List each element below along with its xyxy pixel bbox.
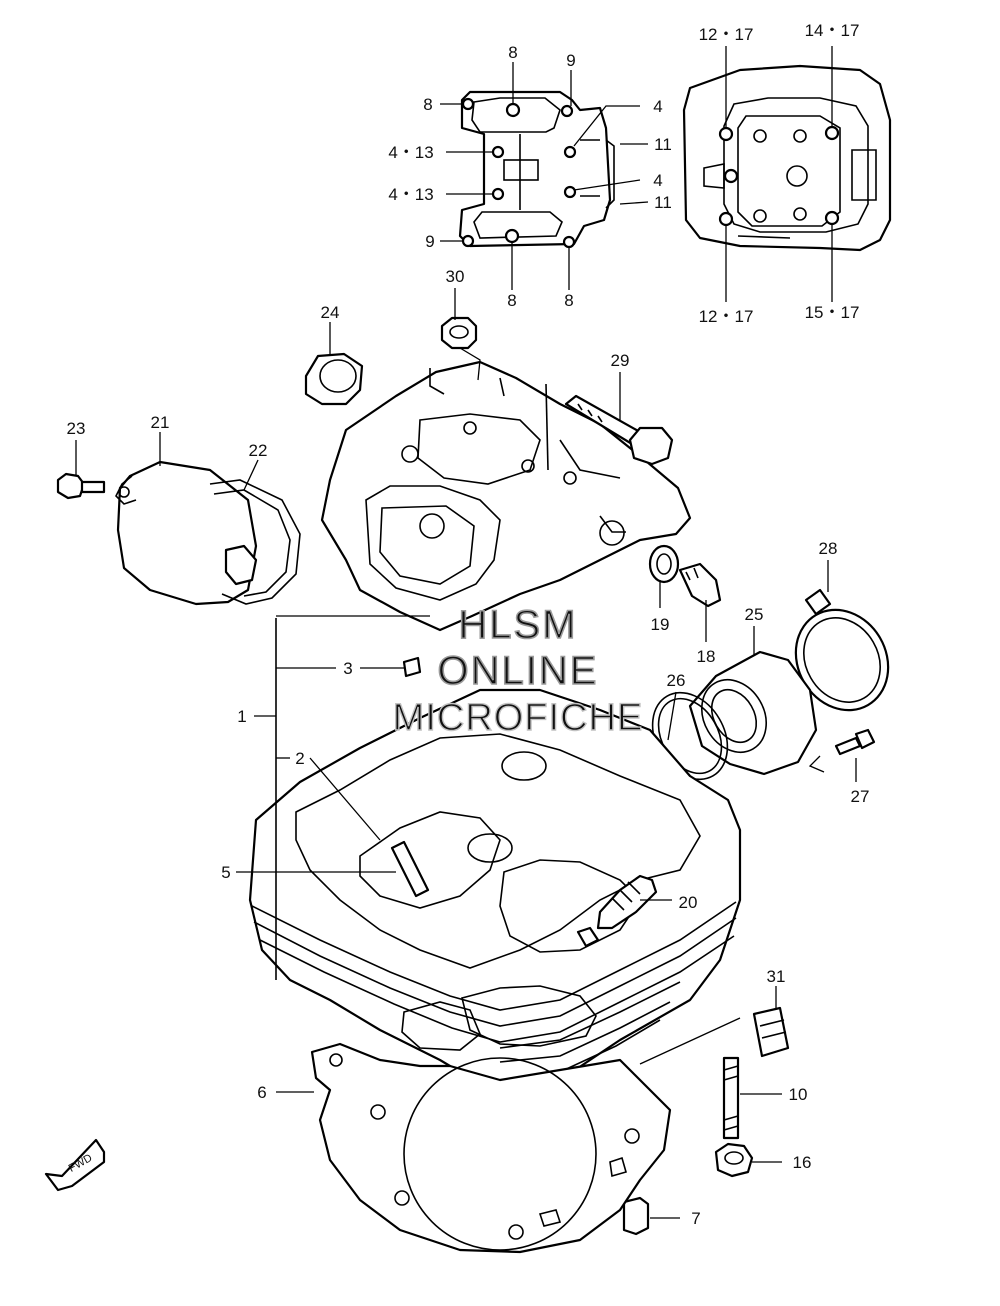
callout-4-13: 4・13 [388, 185, 433, 204]
callout-10: 10 [789, 1085, 808, 1104]
part-29-bolt [564, 394, 674, 466]
callout-3: 3 [343, 659, 352, 678]
callout-29: 29 [611, 351, 630, 370]
callout-14-17: 14・17 [805, 21, 860, 40]
callout-28: 28 [819, 539, 838, 558]
callout-11: 11 [654, 193, 672, 212]
callout-19: 19 [651, 615, 670, 634]
callout-8: 8 [564, 291, 573, 310]
cylinder-head [248, 618, 742, 1098]
part-21-cover [115, 460, 258, 606]
part-10-stud [722, 1056, 740, 1140]
part-31-clip [752, 1006, 790, 1058]
watermark: HLSM ONLINE MICROFICHE [392, 602, 644, 740]
callout-12-17: 12・17 [699, 25, 754, 44]
callout-22: 22 [249, 441, 268, 460]
callout-9: 9 [566, 51, 575, 70]
callout-2: 2 [295, 749, 304, 768]
callout-26: 26 [667, 671, 686, 690]
callout-8: 8 [423, 95, 432, 114]
callout-8: 8 [508, 43, 517, 62]
part-27-bolt [834, 728, 876, 756]
part-7-dowel [622, 1196, 650, 1236]
part-19-washer [648, 544, 680, 584]
part-18-bolt [678, 562, 722, 608]
callout-1: 1 [237, 707, 246, 726]
head-top-view-inset-left [458, 90, 615, 249]
callout-20: 20 [679, 893, 698, 912]
part-3-dowel-pin [402, 656, 422, 678]
callout-24: 24 [321, 303, 340, 322]
part-6-head-gasket [310, 1042, 672, 1254]
leader-lines [75, 46, 857, 1219]
callout-25: 25 [745, 605, 764, 624]
callout-18: 18 [697, 647, 716, 666]
callout-21: 21 [151, 413, 170, 432]
callout-31: 31 [767, 967, 786, 986]
callout-16: 16 [793, 1153, 812, 1172]
callout-8: 8 [507, 291, 516, 310]
callout-27: 27 [851, 787, 870, 806]
callout-12-17: 12・17 [699, 307, 754, 326]
callout-23: 23 [67, 419, 86, 438]
callout-7: 7 [691, 1209, 700, 1228]
callout-5: 5 [221, 863, 230, 882]
watermark-line-2: ONLINE [438, 649, 599, 693]
cylinder-head-cover [320, 360, 692, 632]
part-5-stud [390, 840, 430, 898]
callout-30: 30 [446, 267, 465, 286]
callout-4: 4 [653, 97, 662, 116]
callout-4: 4 [653, 171, 662, 190]
callout-6: 6 [257, 1083, 266, 1102]
callout-labels: 8 9 8 4 4・13 11 4・13 4 11 9 8 8 12・17 14… [67, 21, 870, 1228]
watermark-line-1: HLSM [458, 603, 577, 647]
part-24-cap [304, 352, 364, 406]
callout-4-13: 4・13 [388, 143, 433, 162]
part-20-spark-plug [576, 874, 658, 948]
part-16-nut [714, 1142, 754, 1178]
part-23-bolt [56, 472, 106, 500]
callout-11: 11 [654, 135, 672, 154]
watermark-line-3: MICROFICHE [393, 697, 644, 739]
callout-15-17: 15・17 [805, 303, 860, 322]
part-30-nut [440, 316, 481, 381]
callout-9: 9 [425, 232, 434, 251]
head-underside-inset-right [682, 64, 892, 252]
fwd-arrow-icon: FWD [44, 1138, 106, 1192]
